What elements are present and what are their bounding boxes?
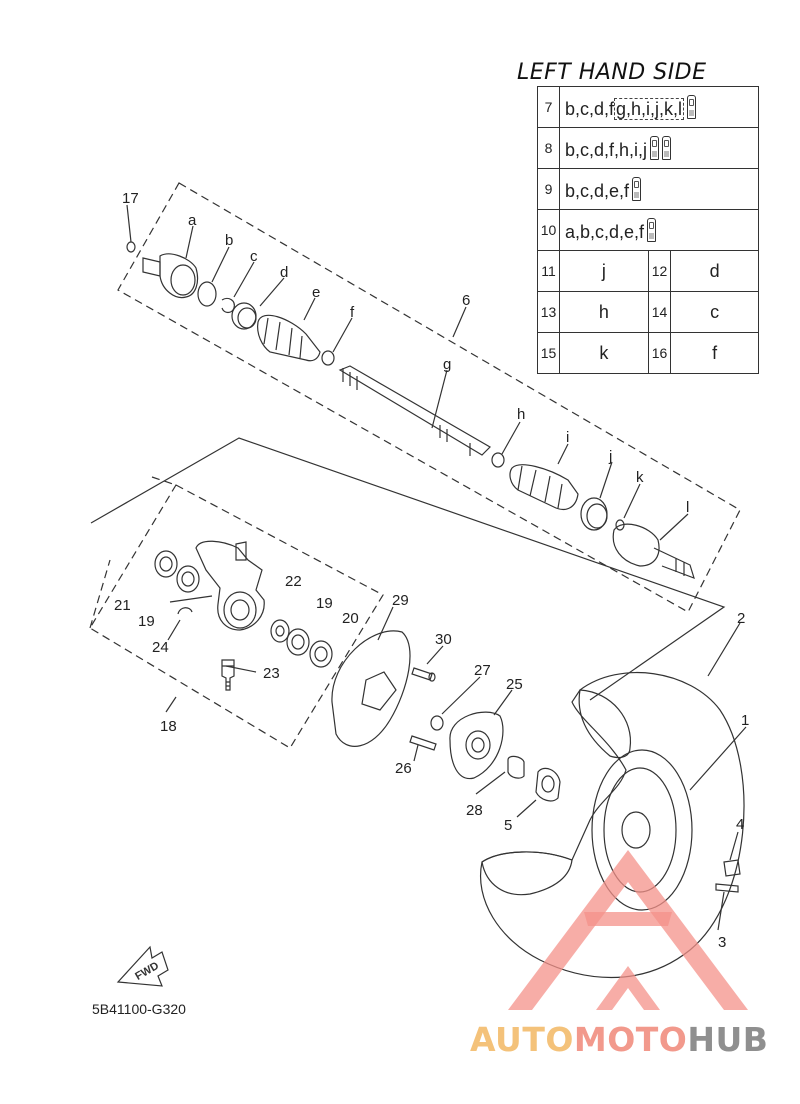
- callout-20: 20: [342, 610, 359, 627]
- callout-18: 18: [160, 718, 177, 735]
- callout-l: l: [686, 499, 689, 516]
- axle-kit-dashed-box: [117, 182, 741, 613]
- callout-2: 2: [737, 610, 745, 627]
- callout-21: 21: [114, 597, 131, 614]
- callout-g: g: [443, 356, 451, 373]
- kit-row-parts: b,c,d,f,h,i,j: [559, 127, 759, 169]
- kit-row-number: 11: [537, 250, 560, 292]
- kit-pair-value: f: [670, 332, 759, 374]
- kit-pair-value: h: [559, 291, 649, 333]
- callout-h: h: [517, 406, 525, 423]
- callout-e: e: [312, 284, 320, 301]
- callout-5: 5: [504, 817, 512, 834]
- kit-parts-text: a,b,c,d,e,f: [565, 221, 645, 242]
- callout-17: 17: [122, 190, 139, 207]
- knuckle-dashed-box: [89, 484, 384, 749]
- knuckle-outer-box: [90, 437, 726, 701]
- fwd-arrow-icon: FWD: [116, 945, 169, 987]
- callout-19a: 19: [138, 613, 155, 630]
- grease-tube-icon: [647, 217, 657, 242]
- callout-k: k: [636, 469, 644, 486]
- callout-i: i: [566, 429, 569, 446]
- callout-b: b: [225, 232, 233, 249]
- callout-25: 25: [506, 676, 523, 693]
- kit-parts-text: b,c,d,f,h,i,j: [565, 139, 648, 160]
- watermark-triangle-icon: [508, 850, 748, 1010]
- kit-row-number: 8: [537, 127, 560, 169]
- callout-f: f: [350, 304, 355, 321]
- callout-24: 24: [152, 639, 169, 656]
- callout-a: a: [188, 212, 197, 229]
- kit-pair-value: k: [559, 332, 649, 374]
- callout-23: 23: [263, 665, 280, 682]
- callout-d: d: [280, 264, 288, 281]
- kit-row-number: 12: [647, 250, 672, 292]
- kit-pair-value: c: [670, 291, 759, 333]
- kit-row-number: 7: [537, 86, 560, 128]
- kit-row-number: 10: [537, 209, 560, 251]
- callout-19b: 19: [316, 595, 333, 612]
- callout-28: 28: [466, 802, 483, 819]
- callout-j: j: [608, 448, 612, 465]
- kit-row-parts: a,b,c,d,e,f: [559, 209, 759, 251]
- callout-30: 30: [435, 631, 452, 648]
- callout-29: 29: [392, 592, 409, 609]
- kit-pair-value: d: [670, 250, 759, 292]
- callout-1: 1: [741, 712, 749, 729]
- kit-row: 10 a,b,c,d,e,f: [537, 209, 759, 251]
- callout-27: 27: [474, 662, 491, 679]
- kit-row-number: 16: [647, 332, 672, 374]
- grease-tube-icon: [632, 176, 642, 201]
- callout-26: 26: [395, 760, 412, 777]
- watermark-logo: AUTOMOTOHUB: [470, 1020, 768, 1059]
- logo-part-auto: AUTO: [470, 1020, 574, 1059]
- kit-pair-row: 13 h 14 c: [537, 291, 759, 333]
- kit-pair-row: 15 k 16 f: [537, 332, 759, 374]
- kit-parts-text: b,c,d,f: [565, 98, 615, 119]
- kit-row-number: 9: [537, 168, 560, 210]
- kit-parts-text: b,c,d,e,f: [565, 180, 630, 201]
- kit-pair-value: j: [559, 250, 649, 292]
- callout-c: c: [250, 248, 258, 265]
- callout-4: 4: [736, 816, 744, 833]
- kit-row-number: 13: [537, 291, 560, 333]
- grease-tube-icon: [662, 135, 672, 160]
- grease-tube-icon: [687, 94, 697, 119]
- kit-row-number: 14: [647, 291, 672, 333]
- callout-6: 6: [462, 292, 470, 309]
- callout-22: 22: [285, 573, 302, 590]
- logo-part-hub: HUB: [687, 1020, 769, 1059]
- kit-row: 9 b,c,d,e,f: [537, 168, 759, 210]
- kit-boxed-parts: g,h,i,j,k,l: [614, 97, 685, 120]
- kit-pair-row: 11 j 12 d: [537, 250, 759, 292]
- page-title: LEFT HAND SIDE: [517, 60, 707, 85]
- logo-part-moto: MOTO: [573, 1020, 688, 1059]
- diagram-code: 5B41100-G320: [92, 1001, 186, 1017]
- grease-tube-icon: [650, 135, 660, 160]
- callout-3: 3: [718, 934, 726, 951]
- kit-row-parts: b,c,d,e,f: [559, 168, 759, 210]
- kit-row-number: 15: [537, 332, 560, 374]
- kit-row: 8 b,c,d,f,h,i,j: [537, 127, 759, 169]
